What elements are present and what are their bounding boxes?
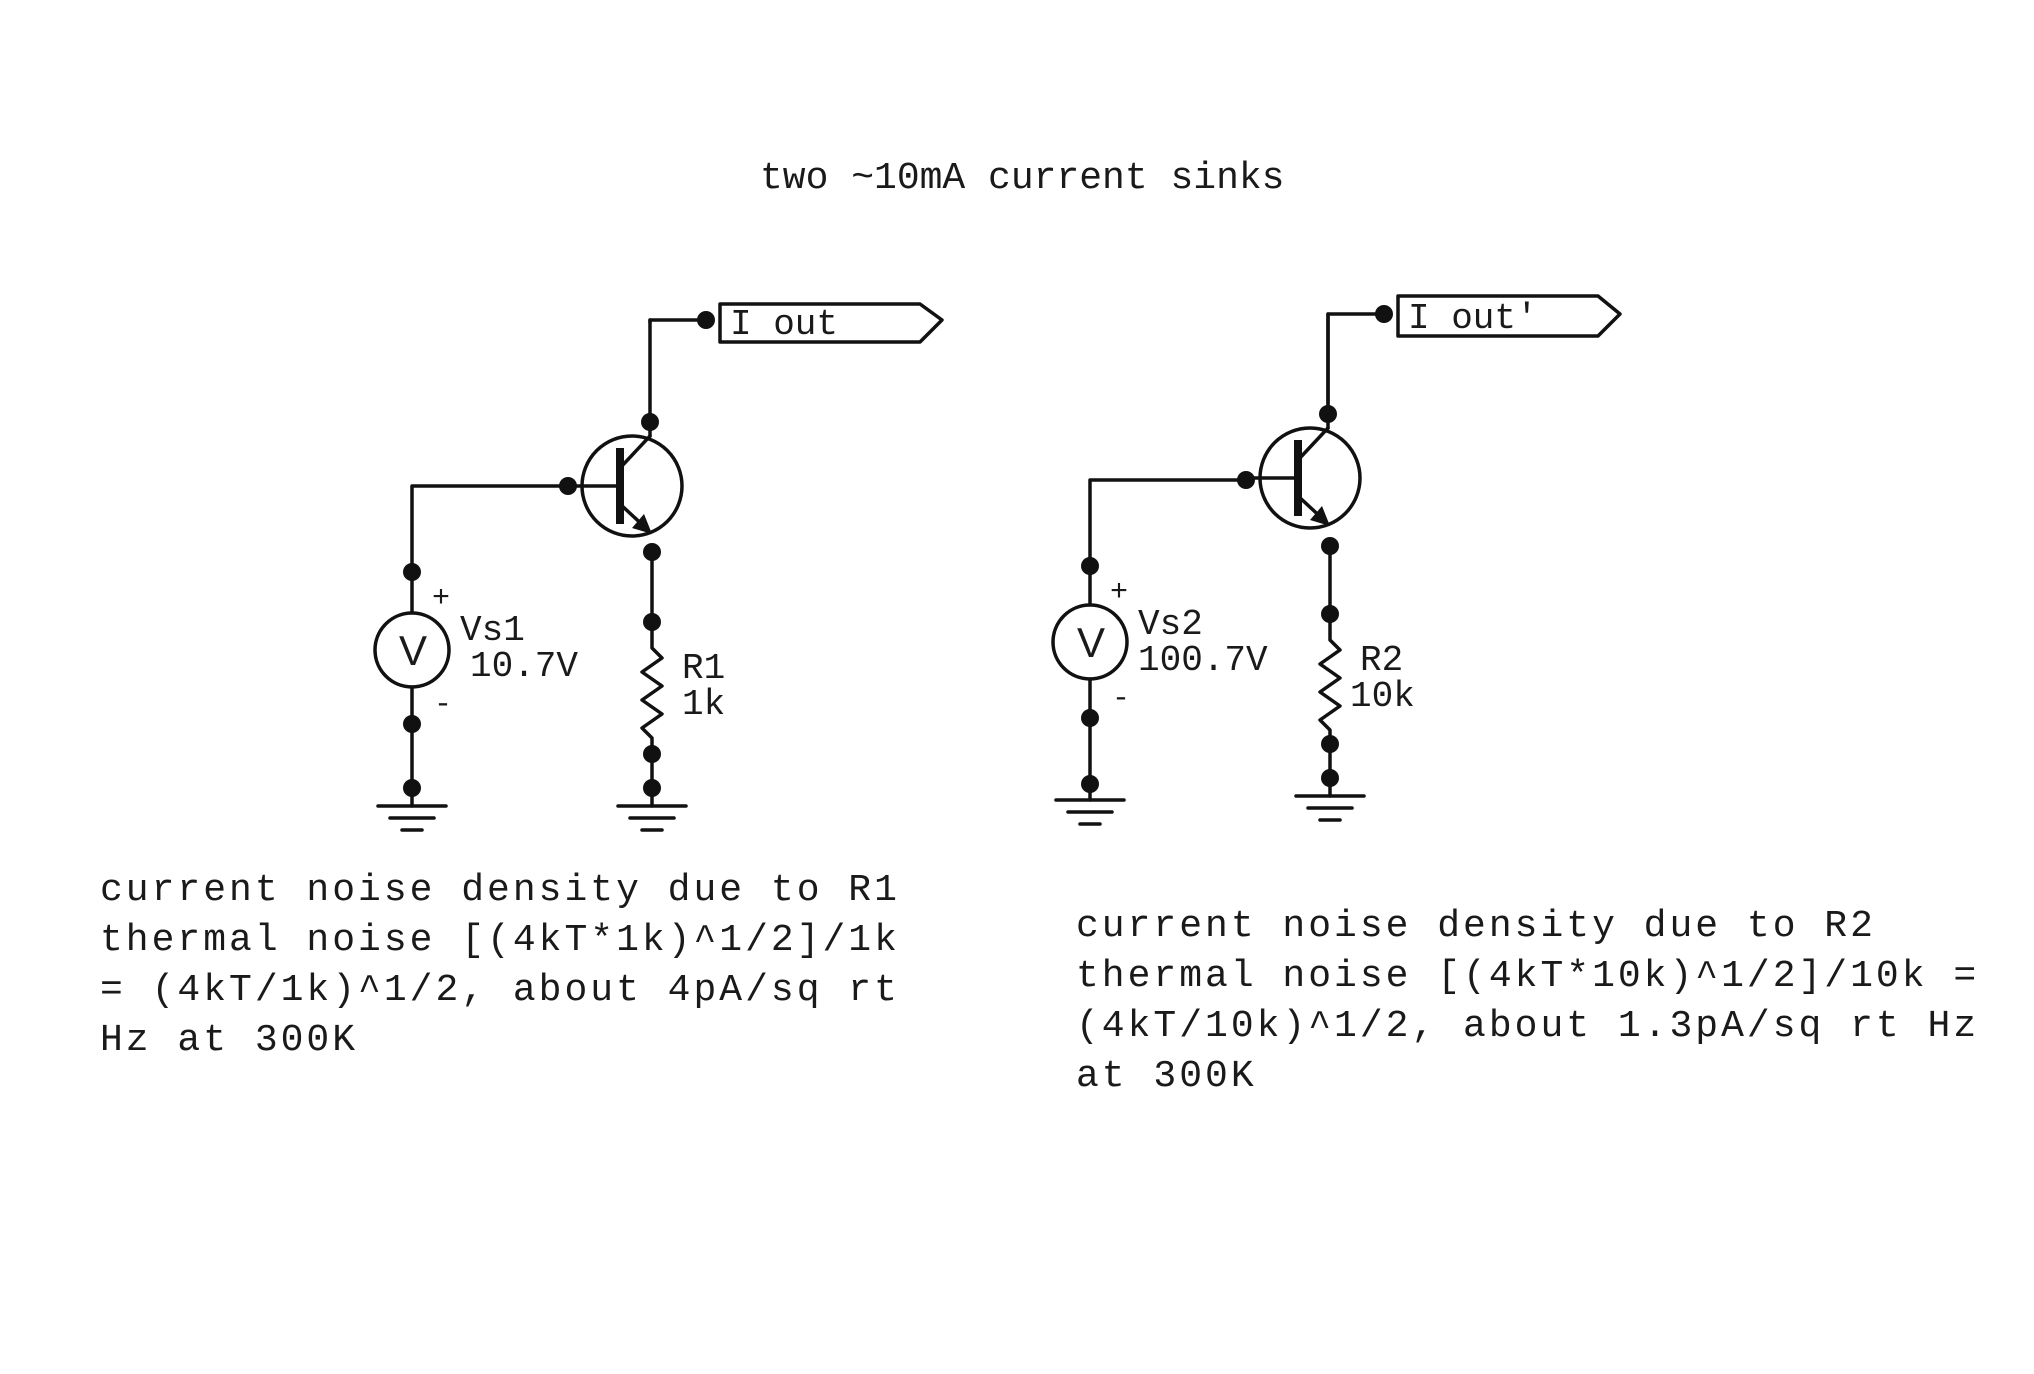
left-source-symbol: V	[399, 627, 427, 674]
left-note-line-1: current noise density due to R1	[100, 869, 900, 912]
left-npn-transistor	[566, 420, 684, 538]
right-resistor-ground	[1294, 776, 1366, 822]
left-source-value: 10.7V	[470, 646, 578, 687]
left-source-plus: +	[432, 582, 450, 616]
right-source-name: Vs2	[1138, 604, 1203, 645]
right-note-line-1: current noise density due to R2	[1076, 905, 1876, 948]
left-note-line-3: = (4kT/1k)^1/2, about 4pA/sq rt	[100, 969, 900, 1012]
left-voltage-source: V + - Vs1 10.7V	[373, 570, 578, 726]
right-note-line-4: at 300K	[1076, 1055, 1257, 1098]
right-noise-note: current noise density due to R2 thermal …	[1076, 905, 1979, 1098]
right-output-port: I out'	[1326, 294, 1622, 406]
diagram-title: two ~10mA current sinks	[760, 157, 1285, 200]
right-source-symbol: V	[1077, 619, 1105, 666]
right-source-minus: -	[1112, 682, 1130, 716]
right-resistor: R2 10k	[1318, 612, 1415, 746]
right-resistor-value: 10k	[1350, 676, 1415, 717]
left-resistor-ground	[616, 786, 688, 832]
left-resistor: R1 1k	[640, 620, 725, 756]
right-npn-transistor	[1244, 412, 1362, 530]
right-source-ground	[1054, 782, 1126, 826]
right-source-value: 100.7V	[1138, 640, 1268, 681]
left-output-port: I out	[648, 302, 944, 345]
left-output-label: I out	[730, 304, 838, 345]
left-source-minus: -	[434, 688, 452, 722]
left-resistor-value: 1k	[682, 684, 725, 725]
left-source-ground	[376, 786, 448, 832]
left-noise-note: current noise density due to R1 thermal …	[100, 869, 900, 1062]
right-note-line-3: (4kT/10k)^1/2, about 1.3pA/sq rt Hz	[1076, 1005, 1979, 1048]
right-voltage-source: V + - Vs2 100.7V	[1051, 564, 1268, 720]
right-source-plus: +	[1110, 576, 1128, 610]
right-output-label: I out'	[1408, 298, 1538, 339]
right-resistor-name: R2	[1360, 640, 1403, 681]
right-circuit: I out' V + - Vs2 100.7V	[1051, 294, 1622, 826]
left-note-line-2: thermal noise [(4kT*1k)^1/2]/1k	[100, 919, 900, 962]
left-source-name: Vs1	[460, 610, 525, 651]
left-note-line-4: Hz at 300K	[100, 1019, 358, 1062]
left-resistor-name: R1	[682, 648, 725, 689]
right-note-line-2: thermal noise [(4kT*10k)^1/2]/10k =	[1076, 955, 1979, 998]
left-circuit: I out V + - Vs1 10.7V	[373, 302, 944, 832]
